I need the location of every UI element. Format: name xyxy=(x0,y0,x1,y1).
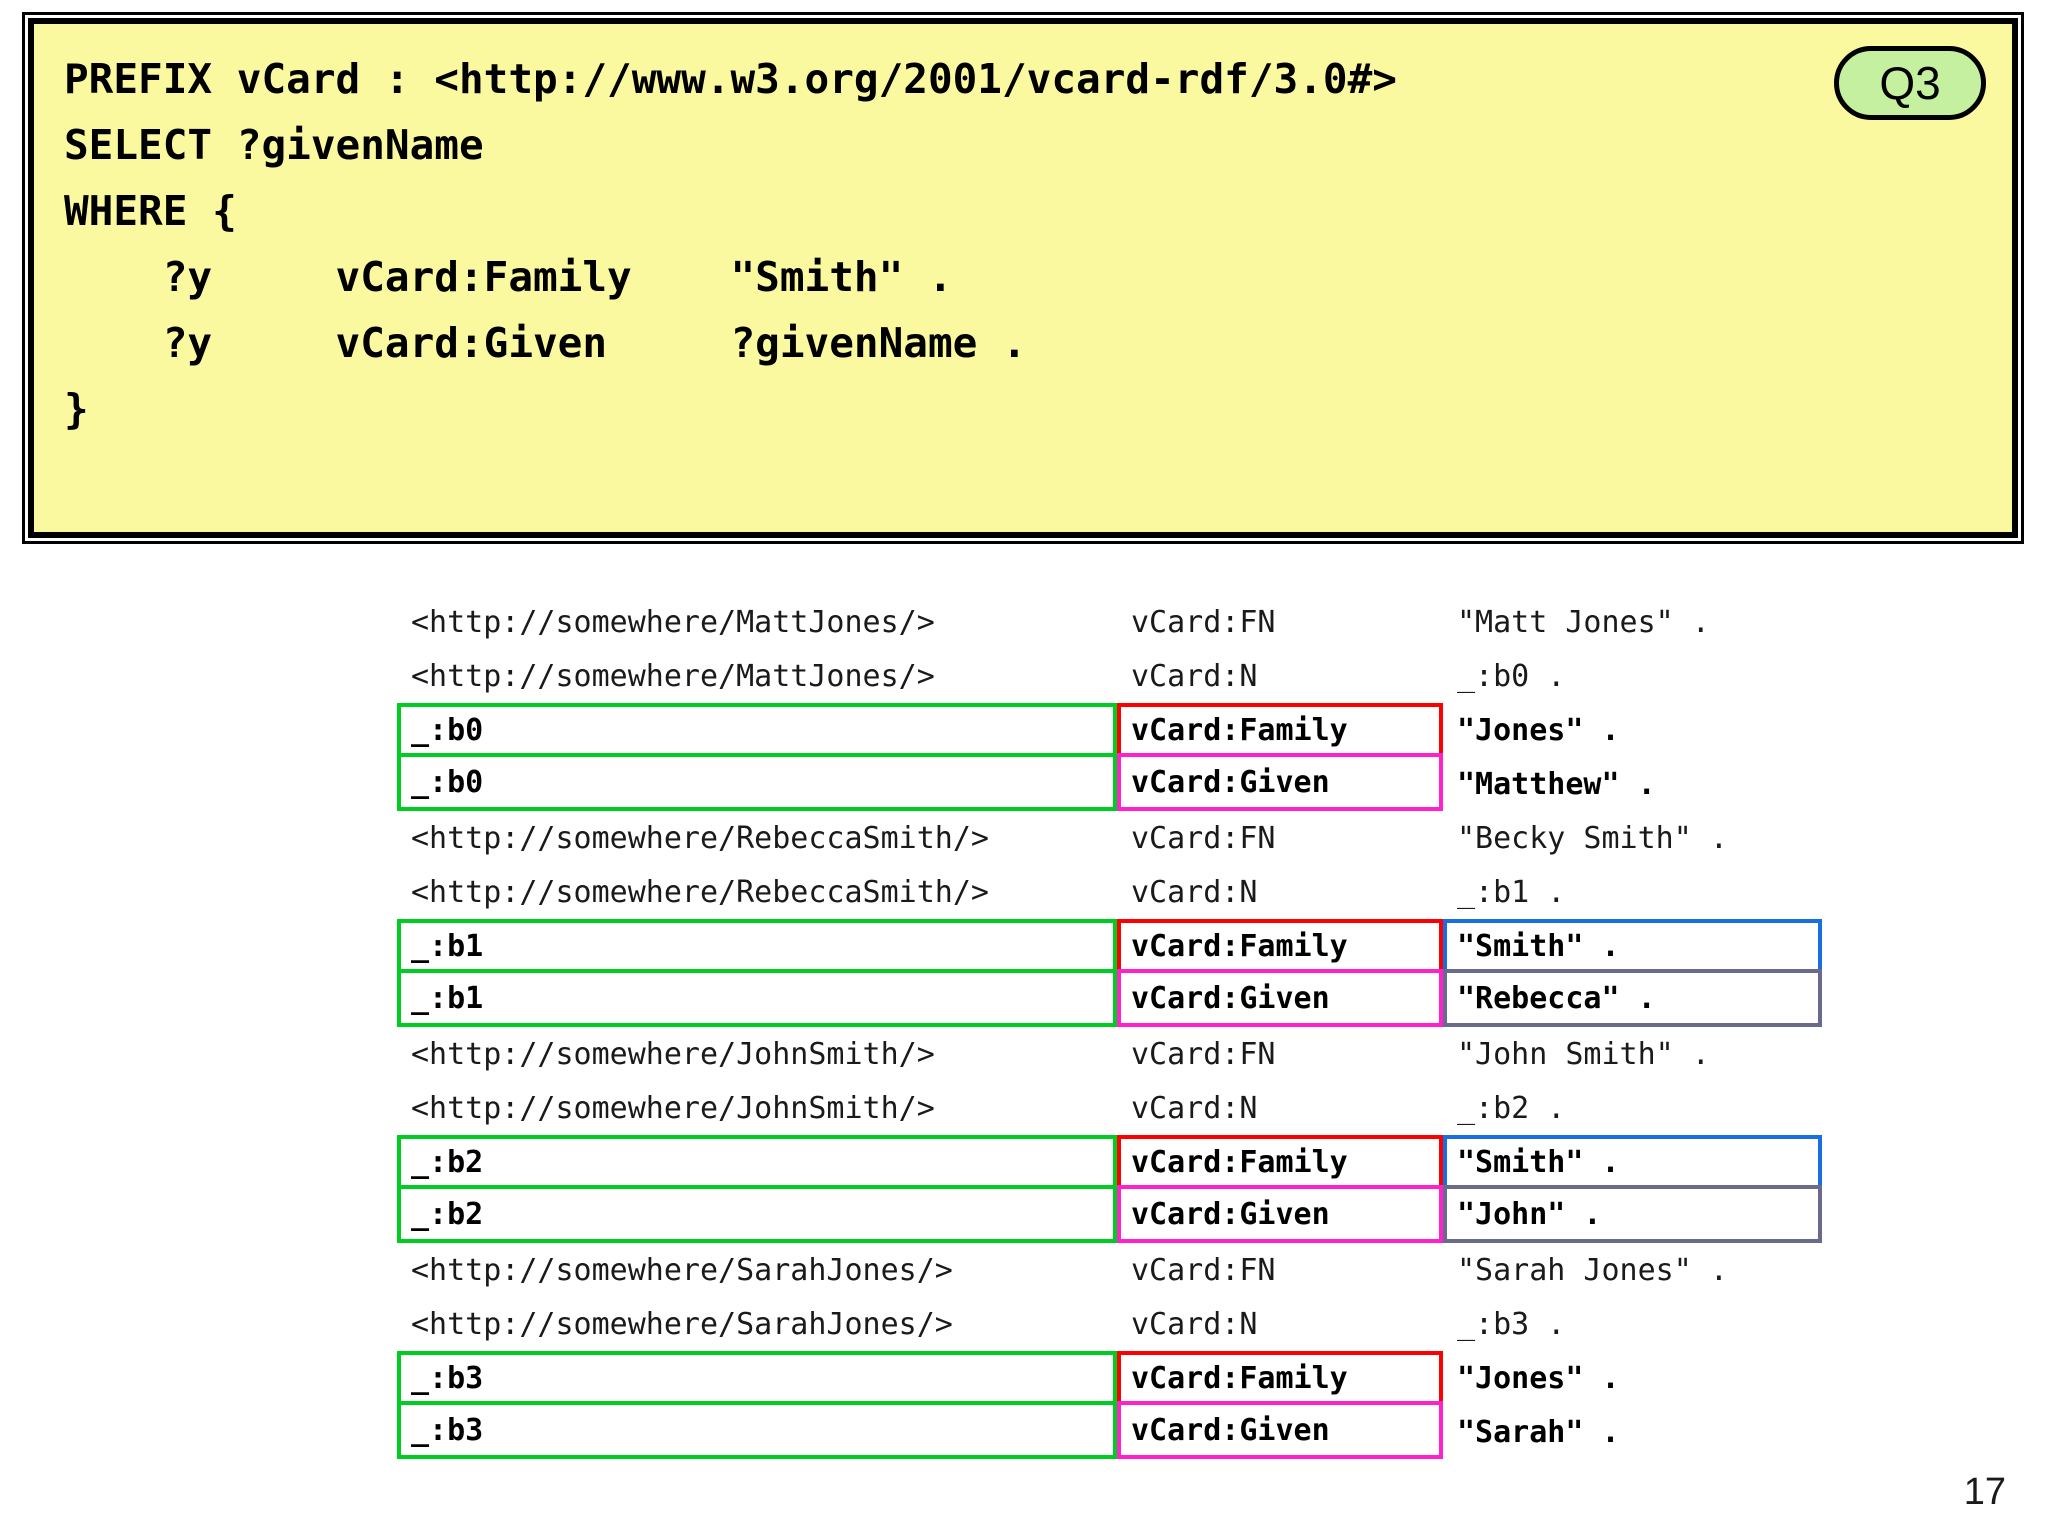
triple-object: "Rebecca" . xyxy=(1443,969,1822,1027)
triple-subject: _:b2 xyxy=(397,1135,1117,1189)
query-line-4: ?y vCard:Given ?givenName . xyxy=(64,319,1027,367)
page-number: 17 xyxy=(1963,1471,2006,1513)
triple-predicate: vCard:N xyxy=(1131,1306,1258,1342)
triple-predicate: vCard:Given xyxy=(1117,969,1443,1027)
triple-object: "Matt Jones" . xyxy=(1457,604,1710,640)
table-row: <http://somewhere/SarahJones/> vCard:N _:b… xyxy=(397,1297,1822,1351)
triple-object: "John Smith" . xyxy=(1457,1036,1710,1072)
triple-object: _:b1 . xyxy=(1457,874,1566,910)
triple-predicate: vCard:FN xyxy=(1131,604,1276,640)
triple-predicate: vCard:FN xyxy=(1131,1036,1276,1072)
rdf-triple-table: <http://somewhere/MattJones/> vCard:FN "Ma… xyxy=(397,595,1822,1459)
triple-predicate: vCard:Family xyxy=(1117,1135,1443,1189)
triple-subject: _:b0 xyxy=(397,703,1117,757)
triple-object: "Matthew" . xyxy=(1457,766,1656,802)
query-line-1: SELECT ?givenName xyxy=(64,121,484,169)
table-row: <http://somewhere/MattJones/> vCard:FN "Ma… xyxy=(397,595,1822,649)
triple-predicate: vCard:N xyxy=(1131,874,1258,910)
triple-subject: _:b2 xyxy=(397,1185,1117,1243)
triple-object: _:b2 . xyxy=(1457,1090,1566,1126)
triple-object: _:b0 . xyxy=(1457,658,1566,694)
triple-object: "Smith" . xyxy=(1443,1135,1822,1189)
table-row: <http://somewhere/RebeccaSmith/> vCard:N _… xyxy=(397,865,1822,919)
triple-subject: <http://somewhere/SarahJones/> xyxy=(411,1306,953,1342)
query-line-2: WHERE { xyxy=(64,187,237,235)
triple-predicate: vCard:N xyxy=(1131,658,1258,694)
triple-subject: <http://somewhere/MattJones/> xyxy=(411,604,935,640)
triple-predicate: vCard:Family xyxy=(1117,1351,1443,1405)
triple-subject: _:b3 xyxy=(397,1401,1117,1459)
triple-object: "John" . xyxy=(1443,1185,1822,1243)
triple-subject: _:b0 xyxy=(397,753,1117,811)
triple-predicate: vCard:Family xyxy=(1117,919,1443,973)
triple-subject: <http://somewhere/JohnSmith/> xyxy=(411,1036,935,1072)
table-row: <http://somewhere/RebeccaSmith/> vCard:FN… xyxy=(397,811,1822,865)
triple-predicate: vCard:FN xyxy=(1131,1252,1276,1288)
sparql-query-code: PREFIX vCard : <http://www.w3.org/2001/v… xyxy=(34,46,2012,442)
table-row: <http://somewhere/SarahJones/> vCard:FN "S… xyxy=(397,1243,1822,1297)
triple-subject: _:b1 xyxy=(397,919,1117,973)
table-row: <http://somewhere/JohnSmith/> vCard:FN "Jo… xyxy=(397,1027,1822,1081)
sparql-query-panel: PREFIX vCard : <http://www.w3.org/2001/v… xyxy=(22,12,2024,544)
triple-subject: <http://somewhere/MattJones/> xyxy=(411,658,935,694)
triple-predicate: vCard:N xyxy=(1131,1090,1258,1126)
triple-predicate: vCard:Given xyxy=(1117,1185,1443,1243)
triple-predicate: vCard:Given xyxy=(1117,753,1443,811)
triple-subject: _:b3 xyxy=(397,1351,1117,1405)
triple-object: _:b3 . xyxy=(1457,1306,1566,1342)
triple-object: "Jones" . xyxy=(1457,1360,1620,1396)
triple-predicate: vCard:Family xyxy=(1117,703,1443,757)
triple-subject: <http://somewhere/RebeccaSmith/> xyxy=(411,820,989,856)
question-badge-label: Q3 xyxy=(1879,57,1941,109)
table-row: <http://somewhere/MattJones/> vCard:N _:b0… xyxy=(397,649,1822,703)
query-line-5: } xyxy=(64,385,89,433)
triple-subject: _:b1 xyxy=(397,969,1117,1027)
triple-subject: <http://somewhere/JohnSmith/> xyxy=(411,1090,935,1126)
query-line-0: PREFIX vCard : <http://www.w3.org/2001/v… xyxy=(64,55,1397,103)
triple-object: "Becky Smith" . xyxy=(1457,820,1728,856)
triple-subject: <http://somewhere/RebeccaSmith/> xyxy=(411,874,989,910)
question-badge: Q3 xyxy=(1834,46,1986,120)
triple-predicate: vCard:FN xyxy=(1131,820,1276,856)
triple-subject: <http://somewhere/SarahJones/> xyxy=(411,1252,953,1288)
table-row: <http://somewhere/JohnSmith/> vCard:N _:b2… xyxy=(397,1081,1822,1135)
triple-predicate: vCard:Given xyxy=(1117,1401,1443,1459)
triple-object: "Sarah" . xyxy=(1457,1414,1620,1450)
triple-object: "Jones" . xyxy=(1457,712,1620,748)
triple-object: "Smith" . xyxy=(1443,919,1822,973)
triple-object: "Sarah Jones" . xyxy=(1457,1252,1728,1288)
query-line-3: ?y vCard:Family "Smith" . xyxy=(64,253,953,301)
